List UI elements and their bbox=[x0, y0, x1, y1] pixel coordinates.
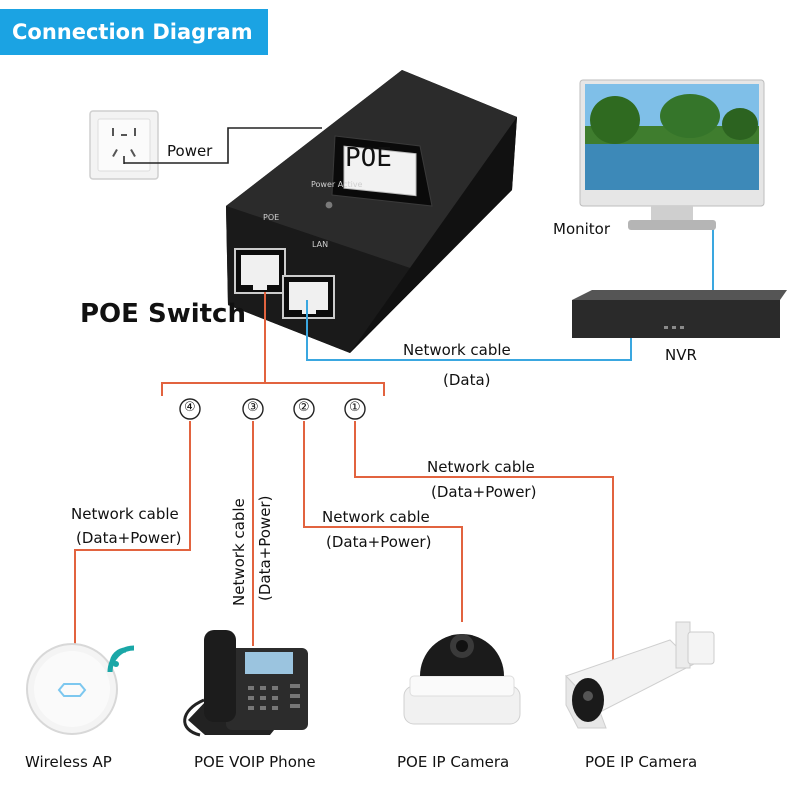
cable-4-label: Network cable bbox=[71, 505, 179, 523]
port-lan-label: LAN bbox=[312, 240, 329, 249]
cable-4-sub: (Data+Power) bbox=[76, 529, 182, 547]
monitor bbox=[579, 79, 765, 230]
diagram-title: Connection Diagram bbox=[0, 9, 268, 55]
poe-badge: POE bbox=[345, 143, 392, 173]
cable-3-sub: (Data+Power) bbox=[256, 495, 274, 601]
poe-injector bbox=[226, 70, 517, 353]
cable-1-sub: (Data+Power) bbox=[431, 483, 537, 501]
cable-2-sub: (Data+Power) bbox=[326, 533, 432, 551]
nvr-label: NVR bbox=[665, 346, 697, 364]
port-markers bbox=[179, 398, 366, 420]
device-voip-phone-label: POE VOIP Phone bbox=[194, 753, 316, 771]
cable-2-label: Network cable bbox=[322, 508, 430, 526]
power-cable bbox=[124, 127, 322, 164]
device-dome-camera-label: POE IP Camera bbox=[397, 753, 510, 771]
port-3-label: ③ bbox=[247, 400, 259, 415]
data-cable bbox=[306, 300, 632, 361]
nvr bbox=[572, 290, 787, 338]
port-poe-label: POE bbox=[263, 213, 280, 222]
port-1-label: ① bbox=[349, 400, 361, 415]
power-active-label: Power Active bbox=[311, 180, 363, 189]
poe-switch-label: POE Switch bbox=[80, 299, 246, 329]
dome-camera bbox=[403, 634, 521, 725]
device-wireless-ap-label: Wireless AP bbox=[25, 753, 112, 771]
device-bullet-camera-label: POE IP Camera bbox=[585, 753, 698, 771]
cable-3-label: Network cable bbox=[230, 498, 248, 606]
monitor-label: Monitor bbox=[553, 220, 611, 238]
cable-1-label: Network cable bbox=[427, 458, 535, 476]
wall-socket bbox=[89, 110, 159, 180]
power-label: Power bbox=[167, 142, 213, 160]
data-cable-sub: (Data) bbox=[443, 371, 491, 389]
port-2-label: ② bbox=[298, 400, 310, 415]
port-4-label: ④ bbox=[184, 400, 196, 415]
voip-phone bbox=[183, 630, 308, 737]
bullet-camera bbox=[565, 621, 715, 729]
poe-cables bbox=[74, 292, 614, 662]
data-cable-label: Network cable bbox=[403, 341, 511, 359]
wireless-ap bbox=[26, 643, 135, 735]
